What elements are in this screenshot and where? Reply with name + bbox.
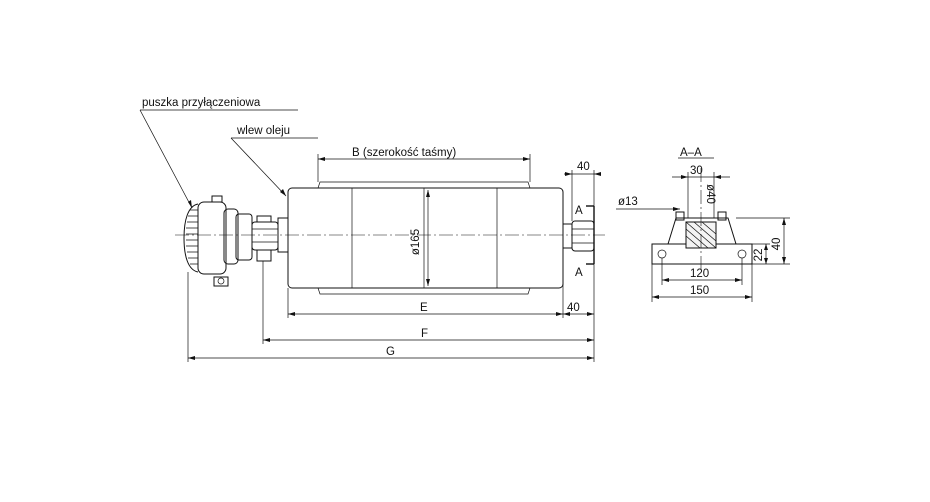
diameter-165-label: ø165 [410, 229, 422, 255]
junction-box-label: puszka przyłączeniowa [142, 97, 261, 109]
drum-main-view: ø165 A A B ( [139, 97, 605, 362]
belt-width-label: B (szerokość taśmy) [352, 147, 456, 159]
section-a-a-view: A–A 30 ø40 ø13 [616, 147, 790, 302]
dimension-f-label: F [421, 328, 428, 340]
shaft-end-40-label: 40 [577, 161, 590, 173]
spacing-120-label: 120 [690, 268, 709, 280]
junction-box [183, 195, 229, 287]
dimension-e-side-40-label: 40 [567, 302, 580, 314]
section-mark-bottom: A [575, 267, 583, 279]
section-mark-top: A [575, 205, 583, 217]
hole-13-label: ø13 [618, 196, 638, 208]
oil-filler-label: wlew oleju [236, 125, 290, 137]
height-22-label: 22 [753, 249, 765, 262]
left-shaft-block [251, 221, 279, 251]
height-40-label: 40 [771, 238, 783, 251]
dimension-e-label: E [420, 302, 428, 314]
right-shaft-block [571, 220, 595, 252]
slot-30-label: 30 [690, 165, 703, 177]
width-150-label: 150 [690, 285, 709, 297]
bore-40-label: ø40 [704, 184, 716, 204]
drum-shell [287, 187, 564, 289]
section-title: A–A [680, 147, 702, 159]
dimension-g-label: G [386, 346, 395, 358]
